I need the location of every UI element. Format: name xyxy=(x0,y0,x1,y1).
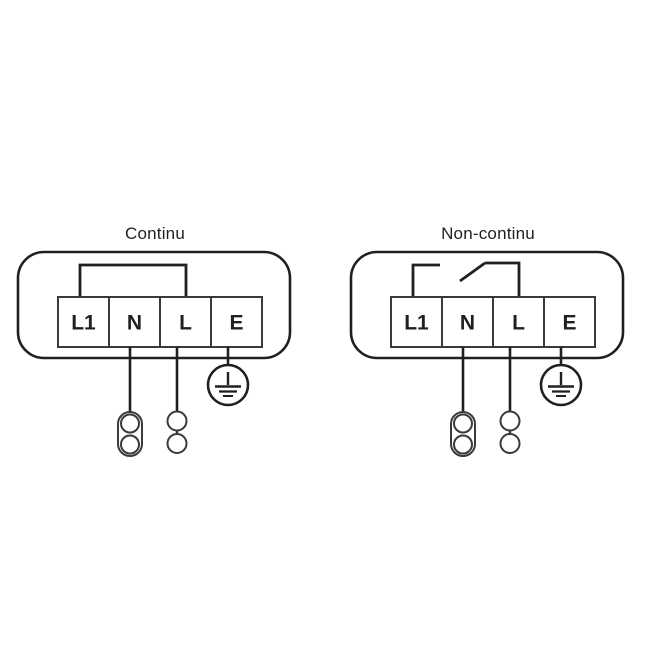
earth-ground-symbol-non-continu xyxy=(539,363,583,407)
diagram-title-continu: Continu xyxy=(125,224,185,243)
terminal-cell-e[interactable] xyxy=(210,296,263,348)
terminal-cell-e[interactable] xyxy=(543,296,596,348)
double-circle-connector-non-continu xyxy=(499,410,521,454)
terminal-cell-l[interactable] xyxy=(159,296,212,348)
terminal-label-l1: L1 xyxy=(404,312,429,335)
terminal-label-n: N xyxy=(460,312,475,335)
terminal-label-l1: L1 xyxy=(71,312,96,335)
terminal-cell-l1[interactable] xyxy=(390,296,443,348)
terminal-label-e: E xyxy=(229,312,243,335)
link-switch-open xyxy=(411,261,521,297)
enclosure-outline-non-continu xyxy=(349,250,625,360)
terminal-cell-l1[interactable] xyxy=(57,296,110,348)
double-circle-connector-continu xyxy=(166,410,188,454)
enclosure-outline-continu xyxy=(16,250,292,360)
earth-ground-symbol-continu xyxy=(206,363,250,407)
pill-double-circle-connector-non-continu xyxy=(450,411,476,457)
terminal-label-l: L xyxy=(179,312,192,335)
diagram-title-non-continu: Non-continu xyxy=(441,224,535,243)
terminal-cell-l[interactable] xyxy=(492,296,545,348)
terminal-label-n: N xyxy=(127,312,142,335)
terminal-block-non-continu: L1 N L E xyxy=(390,296,596,348)
link-bridge-continuous xyxy=(78,263,188,297)
terminal-label-e: E xyxy=(562,312,576,335)
terminal-block-continu: L1 N L E xyxy=(57,296,263,348)
terminal-label-l: L xyxy=(512,312,525,335)
pill-double-circle-connector-continu xyxy=(117,411,143,457)
